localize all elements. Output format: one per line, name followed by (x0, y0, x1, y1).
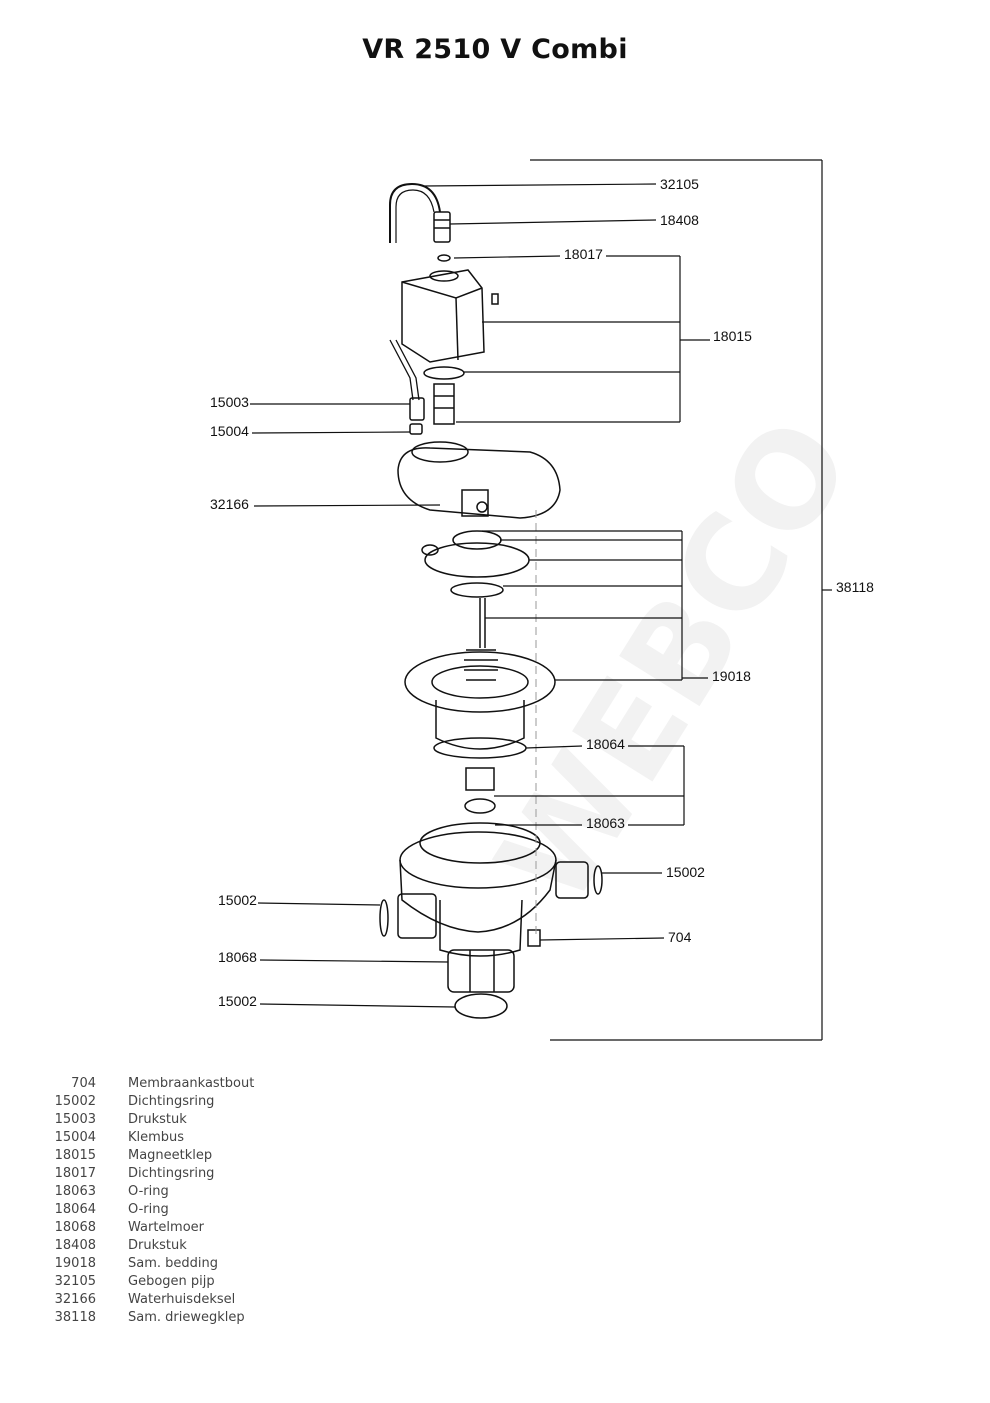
callout-label: 18064 (586, 736, 625, 752)
drawing-parts (379, 182, 603, 1019)
parts-list-row: 18015 Magneetklep (40, 1147, 254, 1165)
part-description: Dichtingsring (128, 1094, 215, 1109)
part-number: 18408 (54, 1238, 96, 1253)
callout-label: 15002 (218, 892, 257, 908)
callout-label: 32166 (210, 496, 249, 512)
exploded-diagram: WEBCO (210, 159, 882, 1041)
part-description: Gebogen pijp (128, 1274, 215, 1289)
part-description: Drukstuk (128, 1112, 187, 1127)
part-description: Sam. bedding (128, 1256, 219, 1271)
callout-label: 19018 (712, 668, 751, 684)
callout-label: 18063 (586, 815, 625, 831)
o-ring-18064 (433, 737, 527, 759)
leader-lines (250, 159, 832, 1041)
callout-label: 15004 (210, 423, 249, 439)
part-description: Klembus (128, 1130, 185, 1145)
part-description: Dichtingsring (128, 1166, 215, 1181)
callout-label: 32105 (660, 176, 699, 192)
part-number: 15002 (54, 1094, 96, 1109)
callout-label: 704 (668, 929, 692, 945)
callout-label: 18408 (660, 212, 699, 228)
part-number: 18063 (54, 1184, 96, 1199)
watermark: WEBCO (468, 393, 882, 929)
parts-list-row: 18068 Wartelmoer (40, 1219, 254, 1237)
parts-list-row: 18017 Dichtingsring (40, 1165, 254, 1183)
part-number: 19018 (54, 1256, 96, 1271)
part-number: 704 (71, 1076, 96, 1091)
part-description: Drukstuk (128, 1238, 187, 1253)
callout-label: 18068 (218, 949, 257, 965)
pressure-piece (409, 397, 425, 421)
seat-assembly-flange (404, 651, 556, 713)
part-description: O-ring (128, 1184, 169, 1199)
part-description: Membraankastbout (128, 1076, 255, 1091)
parts-list-row: 18408 Drukstuk (40, 1237, 254, 1255)
callout-label: 15002 (218, 993, 257, 1009)
parts-list-row: 15003 Drukstuk (40, 1111, 254, 1129)
callout-label: 15003 (210, 394, 249, 410)
part-description: Sam. driewegklep (128, 1310, 245, 1325)
parts-list-row: 32166 Waterhuisdeksel (40, 1291, 254, 1309)
union-nut (447, 949, 515, 993)
parts-list-row: 18064 O-ring (40, 1201, 254, 1219)
pressure-piece-top (433, 211, 451, 243)
part-number: 18064 (54, 1202, 96, 1217)
magnet-valve-body (401, 269, 485, 363)
part-number: 32105 (54, 1274, 96, 1289)
part-number: 18017 (54, 1166, 96, 1181)
bent-pipe (389, 182, 441, 243)
parts-list-row: 32105 Gebogen pijp (40, 1273, 254, 1291)
part-description: Waterhuisdeksel (128, 1292, 236, 1307)
parts-list-row: 18063 O-ring (40, 1183, 254, 1201)
part-number: 15004 (54, 1130, 96, 1145)
callout-label: 18017 (564, 246, 603, 262)
part-number: 32166 (54, 1292, 96, 1307)
part-number: 18015 (54, 1148, 96, 1163)
page-title: VR 2510 V Combi (362, 34, 628, 65)
parts-list-row: 15002 Dichtingsring (40, 1093, 254, 1111)
part-description: Magneetklep (128, 1148, 213, 1163)
part-description: O-ring (128, 1202, 169, 1217)
o-ring-18063 (464, 798, 496, 814)
parts-list-row: 704 Membraankastbout (40, 1075, 254, 1093)
water-housing-cover (397, 447, 561, 519)
parts-list-row: 15004 Klembus (40, 1129, 254, 1147)
part-description: Wartelmoer (128, 1220, 205, 1235)
clamp-bush (409, 423, 423, 435)
parts-list-row: 19018 Sam. bedding (40, 1255, 254, 1273)
part-number: 15003 (54, 1112, 96, 1127)
callout-label: 18015 (713, 328, 752, 344)
parts-list-row: 38118 Sam. driewegklep (40, 1309, 254, 1327)
callout-label: 38118 (836, 579, 874, 595)
part-number: 18068 (54, 1220, 96, 1235)
callout-labels: 32105 18408 18017 18015 15003 15004 3216… (210, 176, 874, 1009)
diaphragm-housing-bolt (527, 929, 541, 947)
sealing-ring-small (437, 254, 451, 262)
part-number: 38118 (54, 1310, 96, 1325)
callout-label: 15002 (666, 864, 705, 880)
